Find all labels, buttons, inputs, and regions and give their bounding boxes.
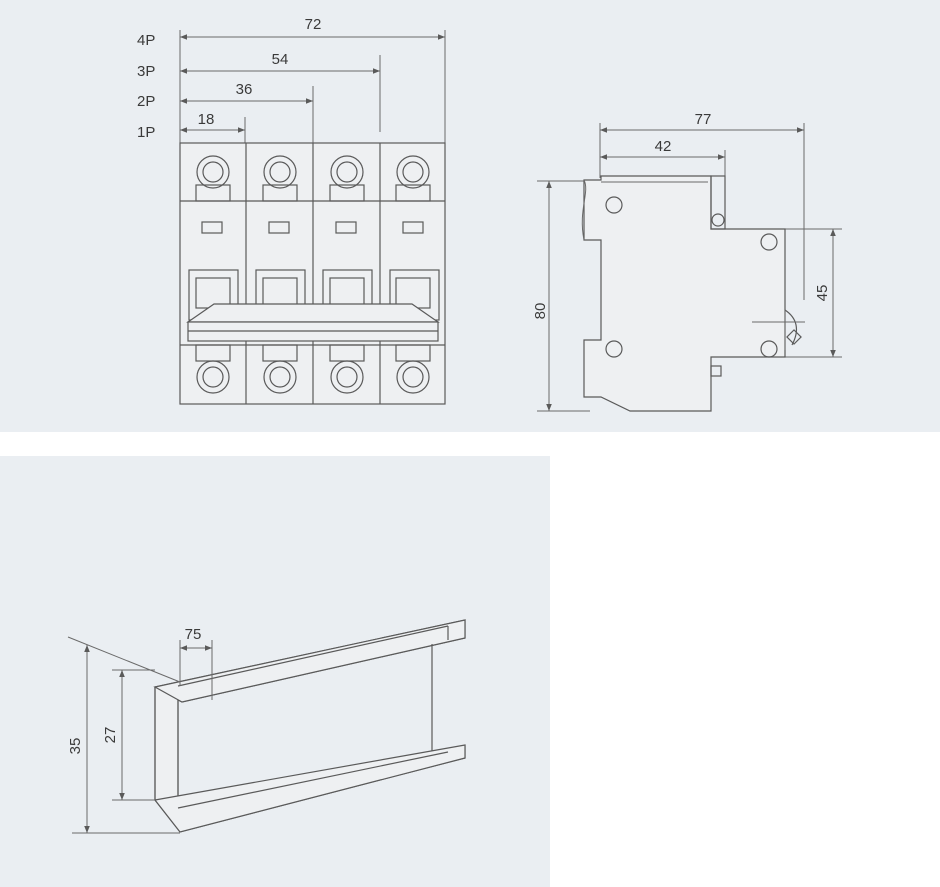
front-height-label: 45 (814, 285, 831, 302)
width-3p: 54 (272, 51, 289, 68)
breaker-drawing-panel (0, 0, 940, 432)
width-4p: 72 (305, 16, 322, 33)
rail-height-inner-label: 27 (102, 727, 119, 744)
depth-total-label: 77 (695, 111, 712, 128)
flange-width-label: 75 (185, 626, 202, 643)
pole-label-1p: 1P (137, 124, 155, 141)
width-2p: 36 (236, 81, 253, 98)
handle-tie-bar (186, 303, 440, 323)
height-label: 80 (532, 303, 549, 320)
rail-height-total-label: 35 (67, 738, 84, 755)
front-view: 4P 3P 2P 1P 72 54 36 18 (137, 16, 446, 405)
pole-1 (188, 155, 239, 394)
pole-label-2p: 2P (137, 93, 155, 110)
side-view: 77 42 80 45 (532, 111, 842, 412)
pole-label-4p: 4P (137, 32, 155, 49)
depth-front-label: 42 (655, 138, 672, 155)
pole-label-3p: 3P (137, 63, 155, 80)
din-rail-view: 75 35 27 (67, 619, 466, 834)
width-1p: 18 (198, 111, 215, 128)
